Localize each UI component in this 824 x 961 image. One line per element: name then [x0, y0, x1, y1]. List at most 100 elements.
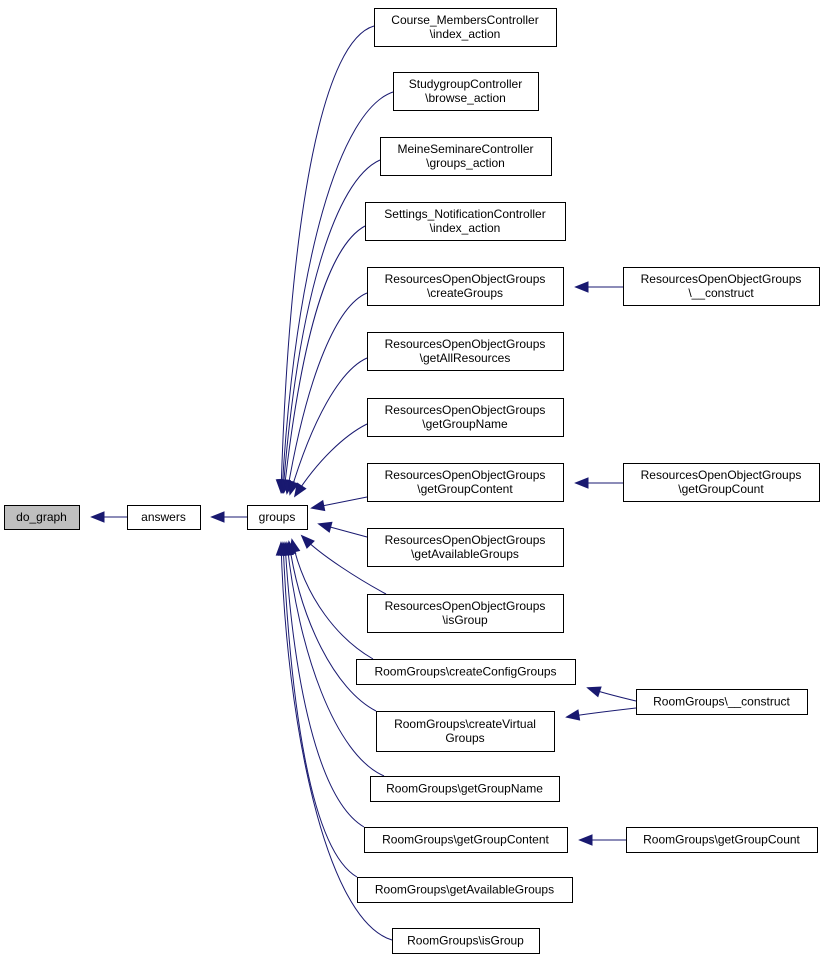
- edge-settings_notification_index-to-groups: [279, 225, 366, 494]
- edge-rg_getgroupcontent-to-groups: [279, 541, 365, 828]
- edge-rg_getavailablegroups-to-groups: [277, 541, 358, 878]
- node-roog_isgroup[interactable]: ResourcesOpenObjectGroups\isGroup: [367, 594, 564, 633]
- node-label: RoomGroups\getGroupName: [386, 782, 543, 796]
- edge-rg_construct-to-rg_createconfiggroups: [586, 686, 637, 702]
- node-box: [376, 711, 555, 752]
- node-rg_construct[interactable]: RoomGroups\__construct: [636, 689, 808, 715]
- node-studygroup_browse[interactable]: StudygroupController\browse_action: [393, 72, 539, 111]
- nodes-layer: do_graph answers groups Course_MembersContr…: [4, 8, 820, 954]
- node-rg_getgroupcontent[interactable]: RoomGroups\getGroupContent: [364, 827, 568, 853]
- edge-line: [288, 541, 377, 712]
- edge-roog_getgroupname-to-groups: [293, 423, 368, 498]
- node-label: \getGroupContent: [417, 482, 513, 496]
- edge-line: [282, 542, 358, 878]
- node-box: [367, 267, 564, 306]
- node-label: Settings_NotificationController: [384, 207, 545, 221]
- node-label: Groups: [445, 731, 484, 745]
- node-label: RoomGroups\getAvailableGroups: [375, 883, 554, 897]
- node-box: [626, 827, 818, 853]
- edge-meineseminare_groups-to-groups: [278, 159, 381, 494]
- edge-line: [294, 423, 368, 497]
- node-label: \isGroup: [442, 613, 488, 627]
- edge-arrowhead: [586, 686, 602, 698]
- node-label: \getGroupCount: [678, 482, 764, 496]
- node-rg_createconfiggroups[interactable]: RoomGroups\createConfigGroups: [356, 659, 576, 685]
- node-label: \browse_action: [425, 91, 506, 105]
- node-label: ResourcesOpenObjectGroups: [641, 468, 802, 482]
- node-label: RoomGroups\__construct: [653, 695, 790, 709]
- node-box: [623, 463, 820, 502]
- node-label: \index_action: [430, 221, 501, 235]
- node-label: Course_MembersController: [391, 13, 538, 27]
- node-roog_getgroupname[interactable]: ResourcesOpenObjectGroups\getGroupName: [367, 398, 564, 437]
- edge-arrowhead: [574, 477, 589, 489]
- node-course_members_index[interactable]: Course_MembersController\index_action: [374, 8, 557, 47]
- node-do_graph[interactable]: do_graph: [4, 505, 80, 530]
- node-box: [367, 594, 564, 633]
- node-label: ResourcesOpenObjectGroups: [385, 468, 546, 482]
- edge-line: [286, 292, 368, 494]
- node-box: [374, 8, 557, 47]
- node-label: \index_action: [430, 27, 501, 41]
- node-box: [367, 528, 564, 567]
- node-label: ResourcesOpenObjectGroups: [385, 337, 546, 351]
- node-answers[interactable]: answers: [127, 505, 201, 530]
- node-box: [365, 202, 566, 241]
- edge-line: [281, 91, 394, 493]
- node-box: [392, 928, 540, 954]
- edge-course_members_index-to-groups: [275, 25, 375, 494]
- node-groups[interactable]: groups: [247, 505, 308, 530]
- edge-line: [286, 542, 385, 777]
- node-label: StudygroupController: [409, 77, 522, 91]
- edge-line: [289, 357, 368, 495]
- node-label: \getAvailableGroups: [411, 547, 519, 561]
- node-box: [357, 877, 573, 903]
- node-settings_notification_index[interactable]: Settings_NotificationController\index_ac…: [365, 202, 566, 241]
- node-box: [367, 463, 564, 502]
- edge-arrowhead: [300, 534, 315, 549]
- edge-arrowhead: [578, 834, 593, 846]
- edge-arrowhead: [565, 709, 581, 721]
- node-label: \getAllResources: [420, 351, 511, 365]
- node-label: answers: [141, 510, 186, 524]
- node-label: \groups_action: [426, 156, 505, 170]
- edge-rg_isgroup-to-groups: [275, 541, 393, 941]
- node-rg_isgroup[interactable]: RoomGroups\isGroup: [392, 928, 540, 954]
- node-label: ResourcesOpenObjectGroups: [385, 272, 546, 286]
- edge-arrowhead: [210, 511, 225, 523]
- node-roog_getallresources[interactable]: ResourcesOpenObjectGroups\getAllResource…: [367, 332, 564, 371]
- node-box: [367, 398, 564, 437]
- node-box: [393, 72, 539, 111]
- node-label: MeineSeminareController: [397, 142, 533, 156]
- node-roog_getgroupcount[interactable]: ResourcesOpenObjectGroups\getGroupCount: [623, 463, 820, 502]
- node-rg_getgroupname[interactable]: RoomGroups\getGroupName: [370, 776, 560, 802]
- node-label: ResourcesOpenObjectGroups: [385, 403, 546, 417]
- edge-line: [280, 542, 393, 941]
- edge-roog_construct-to-roog_creategroups: [574, 281, 623, 293]
- edge-arrowhead: [293, 482, 307, 498]
- node-box: [367, 332, 564, 371]
- node-label: \createGroups: [427, 286, 503, 300]
- edge-arrowhead: [317, 521, 333, 533]
- node-label: RoomGroups\getGroupContent: [382, 833, 549, 847]
- node-rg_getgroupcount[interactable]: RoomGroups\getGroupCount: [626, 827, 818, 853]
- node-label: \getGroupName: [422, 417, 508, 431]
- edge-roog_isgroup-to-groups: [300, 534, 387, 595]
- node-rg_getavailablegroups[interactable]: RoomGroups\getAvailableGroups: [357, 877, 573, 903]
- node-label: RoomGroups\getGroupCount: [643, 833, 800, 847]
- node-roog_getgroupcontent[interactable]: ResourcesOpenObjectGroups\getGroupConten…: [367, 463, 564, 502]
- edge-groups-to-answers: [210, 511, 247, 523]
- node-box: [127, 505, 201, 530]
- edge-answers-to-do_graph: [90, 511, 127, 523]
- edge-arrowhead: [310, 499, 326, 512]
- node-meineseminare_groups[interactable]: MeineSeminareController\groups_action: [380, 137, 552, 176]
- edge-arrowhead: [574, 281, 589, 293]
- node-roog_construct[interactable]: ResourcesOpenObjectGroups\__construct: [623, 267, 820, 306]
- node-roog_creategroups[interactable]: ResourcesOpenObjectGroups\createGroups: [367, 267, 564, 306]
- edge-arrowhead: [90, 511, 105, 523]
- edge-roog_getgroupcontent-to-groups: [310, 496, 368, 512]
- edge-arrowhead: [288, 480, 300, 496]
- node-roog_getavailablegroups[interactable]: ResourcesOpenObjectGroups\getAvailableGr…: [367, 528, 564, 567]
- node-box: [4, 505, 80, 530]
